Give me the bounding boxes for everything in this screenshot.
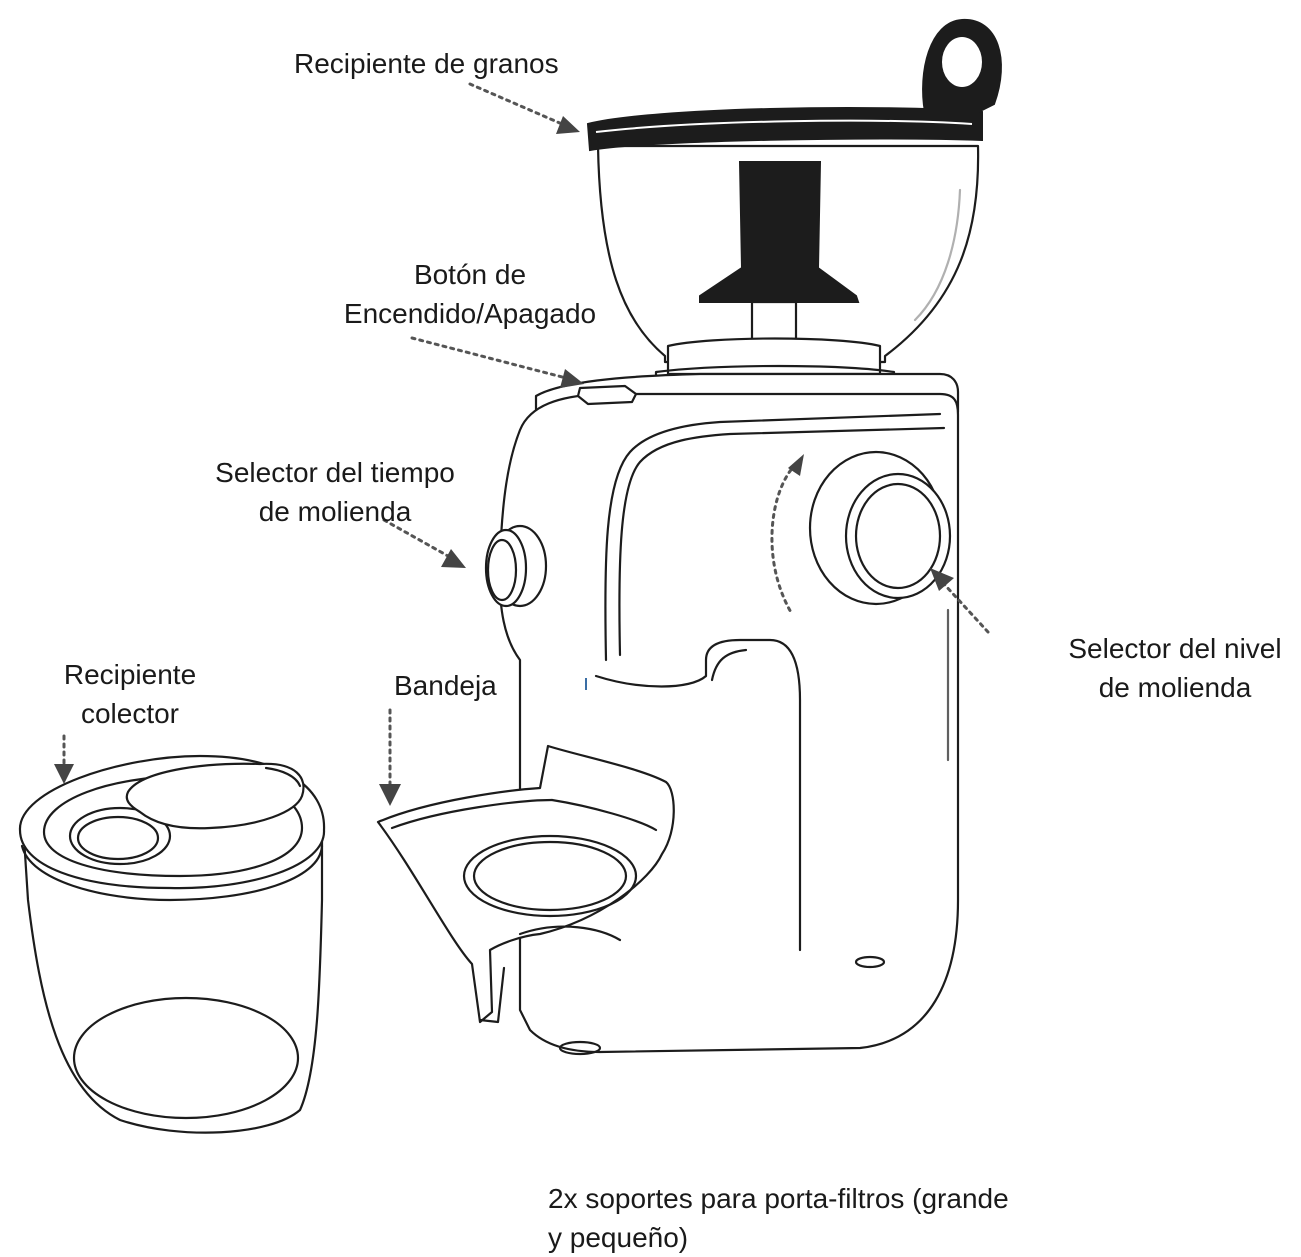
tray-label: Bandeja	[394, 666, 497, 705]
grind-time-selector-label: Selector del tiempo de molienda	[190, 453, 480, 531]
tray-label-text: Bandeja	[394, 670, 497, 701]
collector-container-label-line-2: colector	[80, 698, 180, 729]
bean-hopper-label-text: Recipiente de granos	[294, 48, 559, 79]
collector-container-label: Recipiente colector	[40, 655, 220, 733]
filter-holders-label-line-2: y pequeño)	[548, 1222, 689, 1253]
power-button-label: Botón de Encendido/Apagado	[320, 255, 620, 333]
bean-hopper-label: Recipiente de granos	[294, 44, 559, 83]
grind-level-selector-label-line-1: Selector del nivel	[1068, 633, 1282, 664]
power-button-label-line-1: Botón de	[413, 259, 527, 290]
filter-holders-label-line-1: 2x soportes para porta-filtros (grande	[548, 1183, 1009, 1214]
collector-container-label-line-1: Recipiente	[63, 659, 197, 690]
pointer-lines	[54, 82, 990, 806]
grind-level-selector-label: Selector del nivel de molienda	[1050, 629, 1300, 707]
grind-time-selector-label-line-1: Selector del tiempo	[215, 457, 455, 488]
grinder-body-illustration	[484, 372, 960, 1056]
tray-illustration	[376, 744, 675, 1024]
filter-holders-label: 2x soportes para porta-filtros (grande y…	[548, 1179, 1009, 1257]
bean-hopper-illustration	[586, 18, 1002, 386]
grind-level-selector-label-line-2: de molienda	[1098, 672, 1252, 703]
collector-container-illustration	[18, 754, 326, 1134]
grind-time-selector-label-line-2: de molienda	[258, 496, 412, 527]
power-button-label-line-2: Encendido/Apagado	[343, 298, 597, 329]
